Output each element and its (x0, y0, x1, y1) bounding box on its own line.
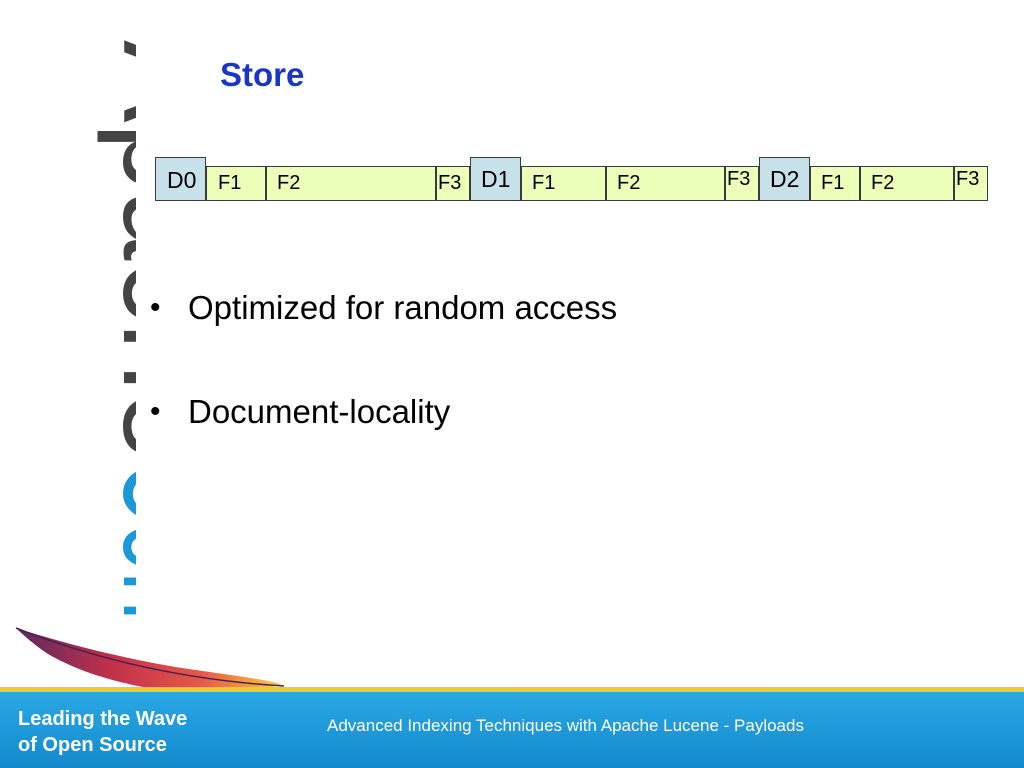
cell-label: F3 (438, 172, 462, 194)
apache-feather-icon (15, 627, 285, 693)
presentation-title: Advanced Indexing Techniques with Apache… (327, 716, 804, 735)
apachecon-logo: Apache Con (96, 40, 136, 620)
bullet-item: • Optimized for random access (148, 285, 617, 337)
footer-stripe (0, 687, 1024, 692)
cell-label: F1 (821, 172, 845, 194)
field-cell-6: F2 (606, 166, 725, 201)
cell-label: D2 (770, 166, 800, 192)
cell-label: D0 (167, 167, 197, 193)
cell-label: F2 (617, 172, 641, 194)
bullet-text: Optimized for random access (188, 289, 618, 326)
document-cell-4: D1 (470, 157, 521, 201)
logo-text-con: Con (96, 460, 136, 620)
field-cell-7: F3 (725, 166, 759, 201)
field-cell-9: F1 (810, 166, 860, 201)
cell-label: F3 (956, 168, 980, 190)
field-cell-2: F2 (266, 166, 436, 201)
field-cell-10: F2 (860, 166, 954, 201)
field-cell-1: F1 (206, 166, 266, 201)
store-record-strip: D0 F1 F2 F3 D1 F1 F2 F3 D2 F1 F2 F3 (0, 0, 1024, 240)
footer-tagline-line1: Leading the Wave (18, 708, 188, 730)
bullet-dot: • (150, 291, 161, 324)
slide-title: Store (220, 56, 305, 93)
cell-label: F1 (532, 172, 556, 194)
footer-tagline-line2: of Open Source (18, 734, 167, 756)
cell-label: F2 (871, 172, 895, 194)
footer-bar: Leading the Wave of Open Source Advanced… (0, 692, 1024, 768)
field-cell-11: F3 (954, 166, 988, 201)
cell-label: F1 (218, 172, 242, 194)
bullet-list: • Optimized for random access • Document… (148, 285, 617, 493)
cell-label: F3 (727, 168, 751, 190)
cell-label: D1 (481, 166, 511, 192)
field-cell-3: F3 (436, 166, 470, 201)
bullet-text: Document-locality (188, 393, 451, 430)
logo-text-apache: Apache (96, 40, 136, 460)
document-cell-8: D2 (759, 157, 810, 201)
document-cell-0: D0 (155, 157, 206, 201)
field-cell-5: F1 (521, 166, 606, 201)
cell-label: F2 (277, 172, 301, 194)
bullet-dot: • (150, 395, 161, 428)
bullet-item: • Document-locality (148, 389, 617, 441)
footer-tagline: Leading the Wave of Open Source (18, 706, 238, 758)
